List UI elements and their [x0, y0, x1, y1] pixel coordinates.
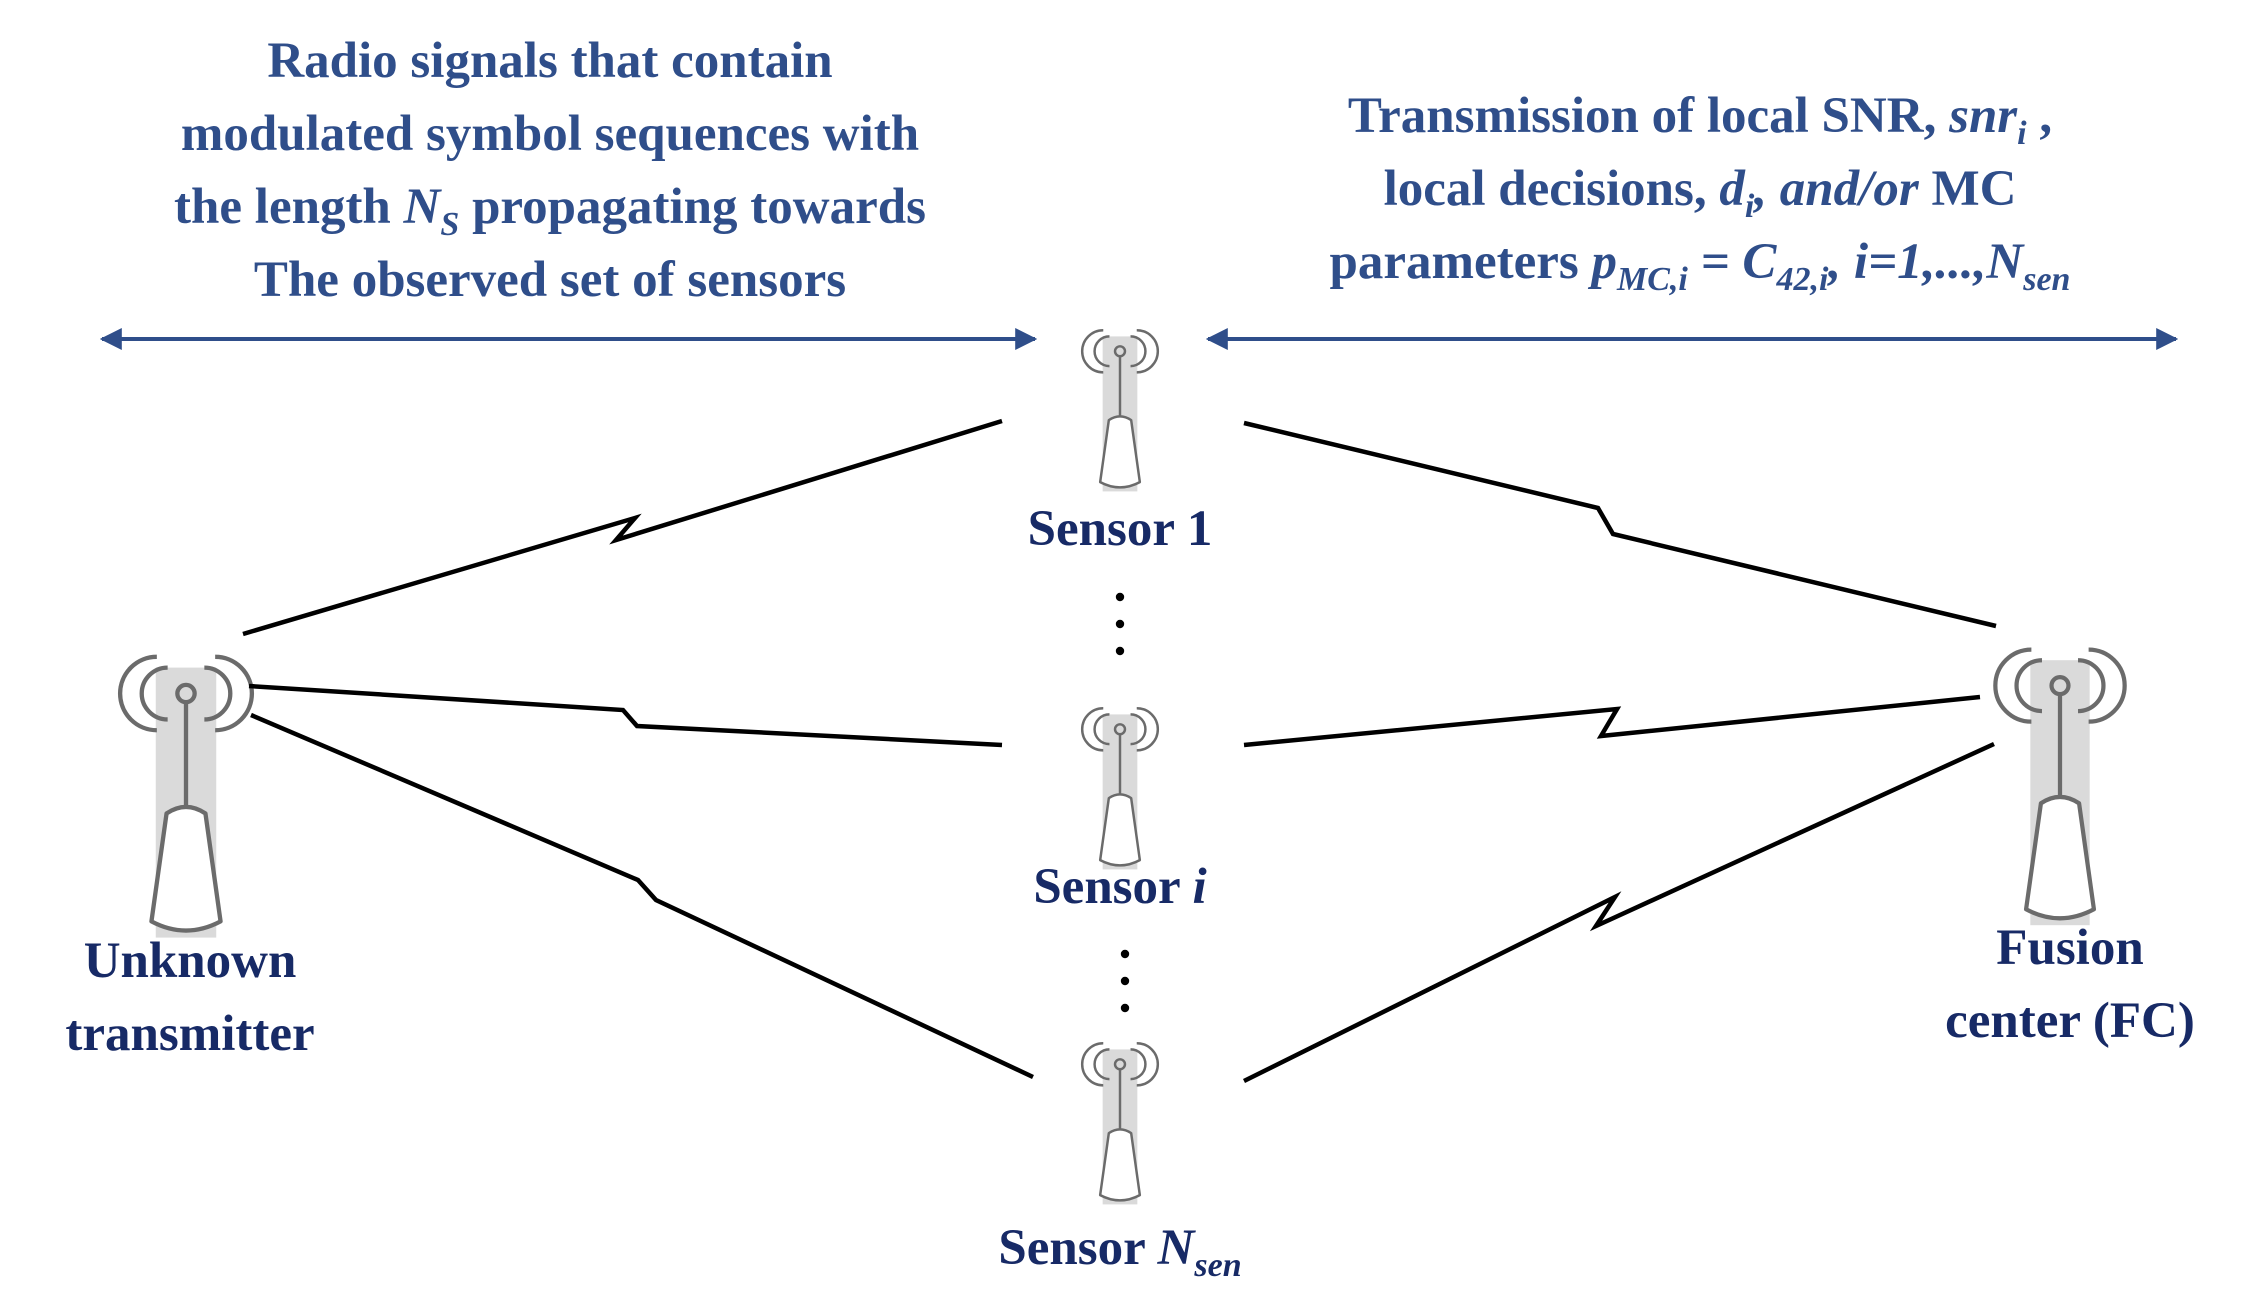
link-sensor-1-fc [1243, 420, 1997, 629]
left-caption: Radio signals that contain modulated sym… [60, 25, 1040, 317]
right-caption: Transmission of local SNR, snri , local … [1220, 80, 2180, 299]
sensor-n-label: Sensor Nsen [998, 1220, 1242, 1284]
sensor-i-antenna-icon [1080, 706, 1160, 871]
ellipsis-dots-icon-upper [1115, 592, 1125, 656]
left-caption-line-4: The observed set of sensors [253, 252, 847, 308]
right-caption-line-3: parameters pMC,i = C42,i, i=1,...,Nsen [1329, 234, 2071, 298]
link-sensor-n-fc [1243, 741, 1995, 1084]
link-sensor-i-fc [1243, 694, 1981, 748]
fusion-center-antenna-icon [1995, 650, 2124, 926]
unknown-transmitter-label: Unknown transmitter [65, 933, 315, 1062]
sensor-n-antenna-icon [1080, 1041, 1160, 1206]
unknown-transmitter-antenna-icon [120, 657, 252, 938]
left-caption-line-1: Radio signals that contain [267, 33, 833, 89]
right-caption-line-1: Transmission of local SNR, snri , [1347, 88, 2053, 152]
sensor-1-antenna-icon [1080, 328, 1160, 493]
right-caption-line-2: local decisions, di, and/or MC [1383, 161, 2017, 225]
sensor-1-label: Sensor 1 [1027, 501, 1213, 557]
link-tx-sensor-1 [242, 418, 1003, 637]
left-caption-line-3: the length NS propagating towards [174, 179, 926, 243]
link-tx-sensor-n [250, 712, 1034, 1080]
ellipsis-dots-icon-lower [1120, 949, 1130, 1013]
left-caption-line-2: modulated symbol sequences with [180, 106, 920, 162]
fusion-center-label: Fusion center (FC) [1945, 920, 2195, 1049]
link-tx-sensor-i [248, 683, 1003, 748]
sensor-i-label: Sensor i [1033, 859, 1207, 915]
